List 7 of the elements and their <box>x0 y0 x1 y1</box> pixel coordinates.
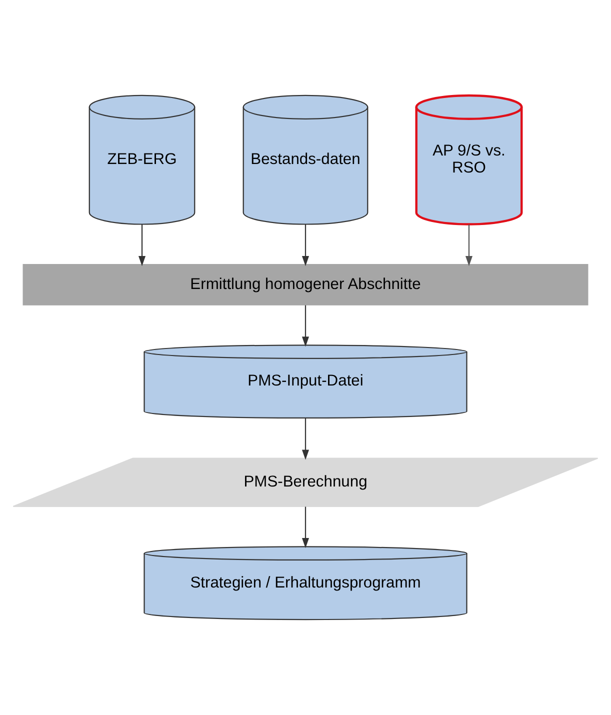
arrow <box>302 224 310 266</box>
arrow <box>302 506 310 548</box>
arrow <box>465 224 473 266</box>
arrow <box>138 224 146 266</box>
arrow <box>302 305 310 347</box>
arrow <box>302 418 310 460</box>
node-box: Ermittlung homogener Abschnitte <box>22 264 588 306</box>
